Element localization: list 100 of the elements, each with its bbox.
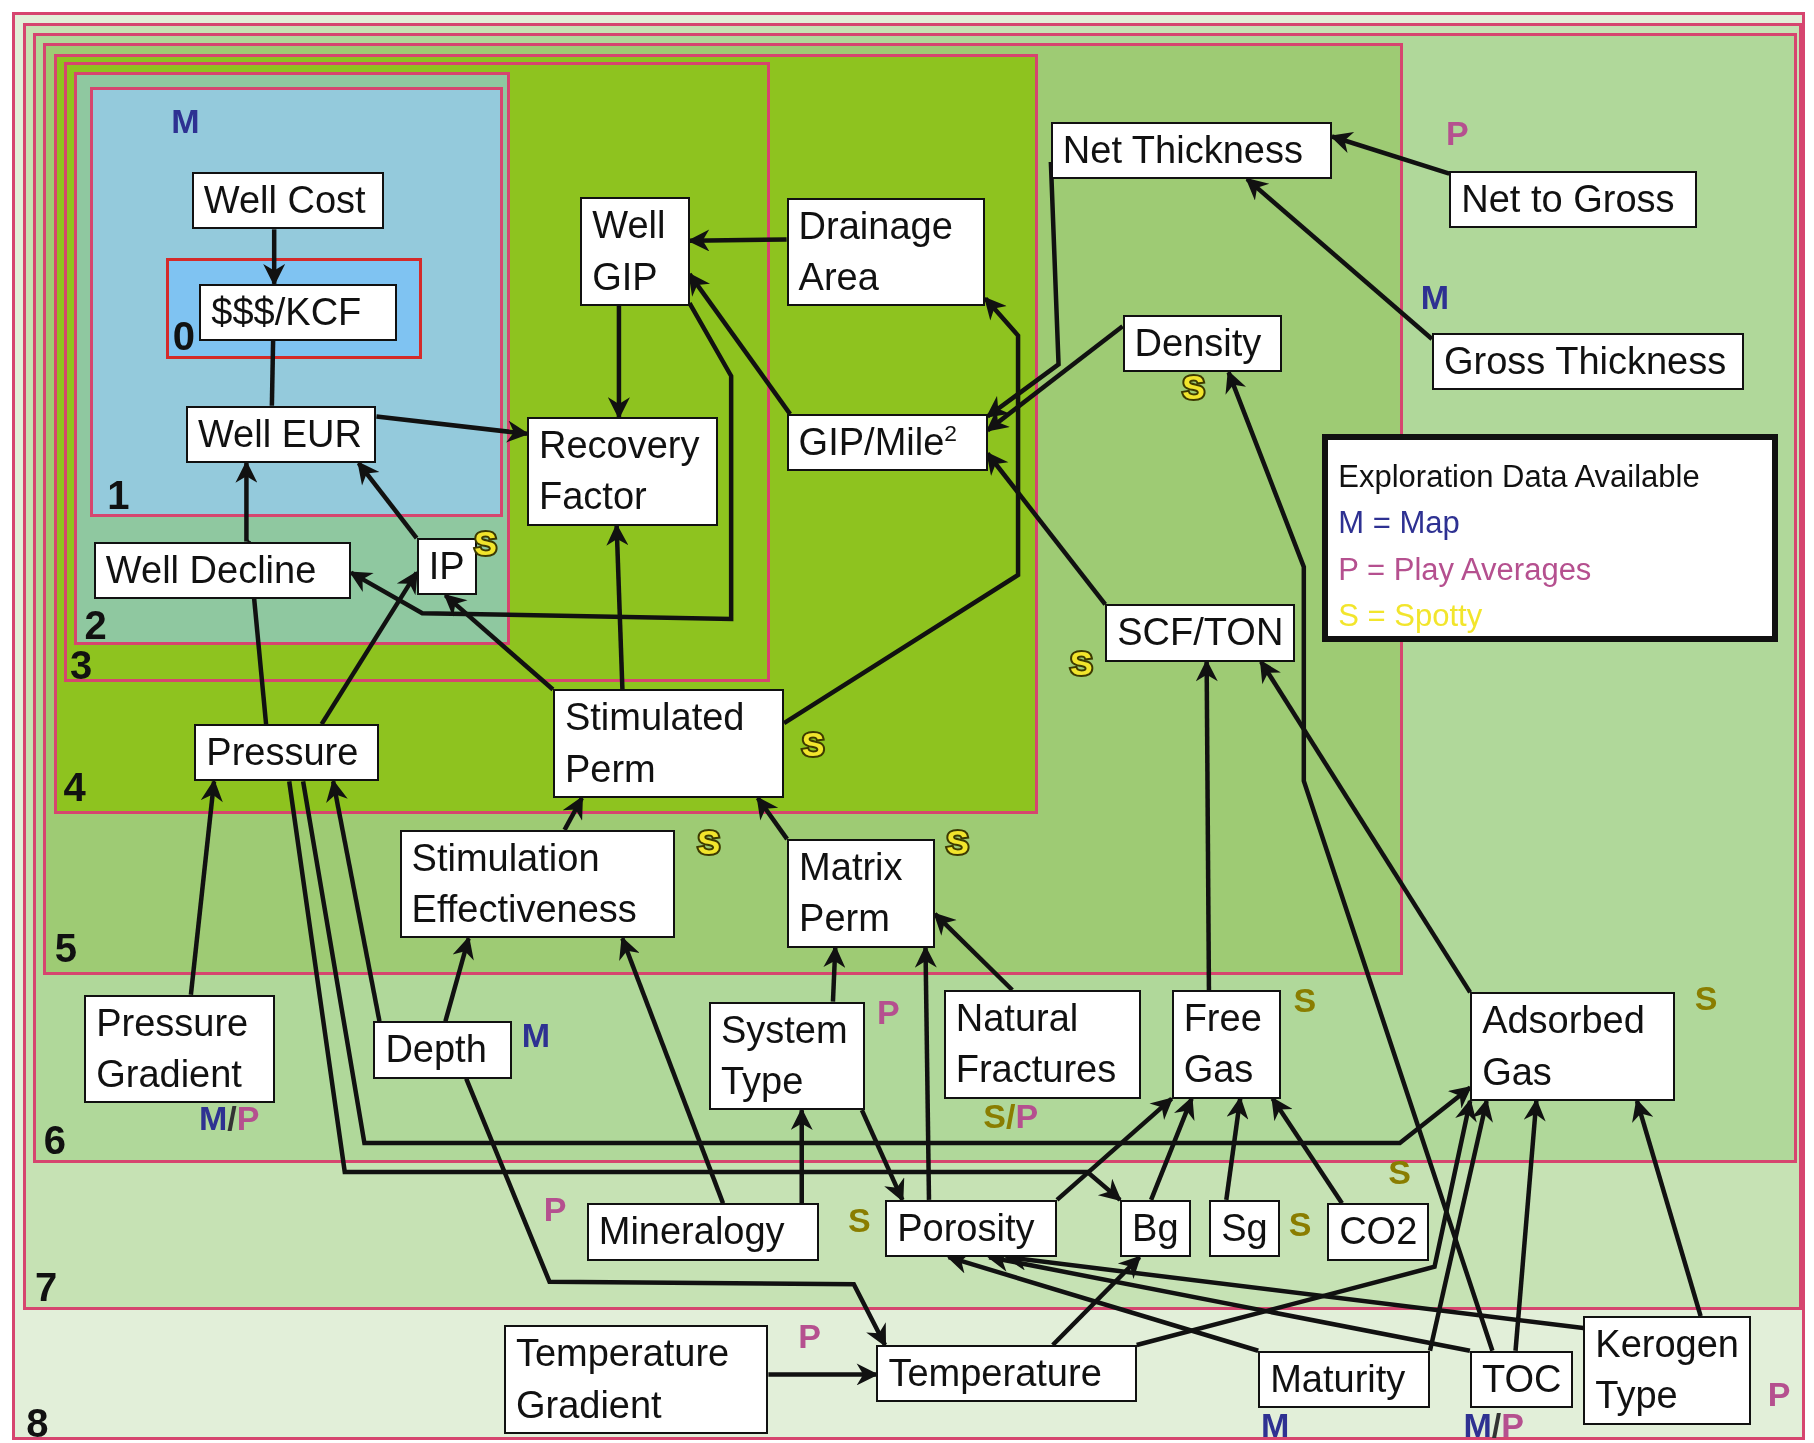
data-availability-code: S xyxy=(1070,645,1093,680)
arrow xyxy=(188,779,223,995)
factor-box: Stimulated Perm xyxy=(552,689,785,799)
factor-box: Temperature Gradient xyxy=(503,1325,769,1434)
data-availability-code: S xyxy=(1694,981,1718,1016)
data-availability-code: M xyxy=(1261,1407,1290,1442)
arrow xyxy=(1136,1098,1477,1348)
factor-box: SCF/TON xyxy=(1105,604,1296,662)
data-availability-code: M/P xyxy=(1463,1407,1524,1442)
data-availability-code: P xyxy=(1446,115,1469,150)
factor-box: Matrix Perm xyxy=(787,839,935,948)
data-availability-code: P xyxy=(798,1318,821,1353)
data-availability-code: P xyxy=(876,994,900,1029)
data-availability-code: S xyxy=(697,824,721,859)
factor-box: Drainage Area xyxy=(786,197,986,307)
data-availability-code: P xyxy=(543,1191,567,1226)
data-availability-code: S xyxy=(1288,1206,1312,1241)
zone-band xyxy=(90,86,504,518)
data-availability-code: M xyxy=(521,1018,551,1053)
factor-box: GIP/Mile$^{2}$ xyxy=(786,414,988,472)
factor-box: Well Decline xyxy=(93,541,351,599)
zone-number: 3 xyxy=(70,645,93,685)
legend-title: Exploration Data Available xyxy=(1338,457,1701,496)
zone-band xyxy=(166,257,422,360)
data-availability-code: S xyxy=(474,526,497,561)
arrow xyxy=(933,912,1014,992)
data-availability-code: M xyxy=(171,104,200,139)
arrow xyxy=(1051,1255,1142,1347)
arrow xyxy=(300,781,1472,1146)
arrow xyxy=(1270,1096,1344,1205)
factor-box: Bg xyxy=(1120,1199,1191,1258)
factor-box: Mineralogy xyxy=(586,1203,819,1261)
factor-box: Density xyxy=(1122,315,1282,373)
factor-box: Kerogen Type xyxy=(1583,1316,1751,1425)
data-availability-code: S xyxy=(946,824,969,859)
arrow xyxy=(1329,132,1450,176)
arrow xyxy=(1195,659,1218,991)
arrow xyxy=(1632,1098,1703,1317)
factor-box: System Type xyxy=(708,1001,866,1111)
arrow xyxy=(985,324,1124,433)
arrow xyxy=(443,593,555,692)
arrow xyxy=(1055,1096,1174,1202)
arrow xyxy=(263,229,286,286)
arrow xyxy=(1513,1098,1546,1351)
factor-box: Well Cost xyxy=(191,172,385,230)
zone-band xyxy=(63,62,771,683)
factor-box: Sg xyxy=(1209,1199,1280,1258)
data-availability-code: P xyxy=(1767,1376,1791,1411)
arrow xyxy=(376,414,530,443)
zone-band xyxy=(73,72,510,645)
arrow xyxy=(790,1108,813,1204)
zone-number: 6 xyxy=(43,1119,66,1160)
arrow xyxy=(1427,1098,1493,1352)
arrow xyxy=(1225,370,1495,1352)
arrow xyxy=(235,460,258,542)
zone-number: 1 xyxy=(107,475,130,516)
factor-box: Depth xyxy=(373,1021,512,1079)
legend-entry: P = Play Averages xyxy=(1338,550,1593,589)
factor-box: Porosity xyxy=(885,1199,1057,1258)
legend-entry: S = Spotty xyxy=(1338,597,1484,636)
factor-box: Gross Thickness xyxy=(1431,332,1745,391)
arrow xyxy=(687,272,792,416)
factor-box: Net to Gross xyxy=(1449,170,1698,229)
arrow xyxy=(985,451,1107,606)
zone-number: 7 xyxy=(34,1267,58,1307)
factor-box: Maturity xyxy=(1258,1350,1430,1409)
factor-box: Well EUR xyxy=(185,405,377,464)
arrow xyxy=(823,945,846,1002)
arrow xyxy=(1149,1096,1195,1201)
factor-box: Pressure xyxy=(194,724,379,782)
arrow xyxy=(287,781,1122,1202)
arrow xyxy=(356,461,419,540)
arrow xyxy=(1224,1096,1249,1201)
zone-number: 4 xyxy=(63,766,86,807)
arrow xyxy=(607,305,630,420)
factor-box: Stimulation Effectiveness xyxy=(399,829,676,939)
arrow xyxy=(319,570,419,726)
data-availability-code: S/P xyxy=(983,1099,1039,1134)
arrow xyxy=(768,1363,879,1386)
factor-box: Free Gas xyxy=(1171,990,1281,1099)
arrow xyxy=(562,796,584,831)
arrow xyxy=(782,296,1021,725)
arrow xyxy=(687,229,787,252)
arrow xyxy=(859,1109,905,1202)
data-availability-code: S xyxy=(801,726,825,761)
factor-box: $$$/KCF xyxy=(199,283,398,342)
factor-box: CO2 xyxy=(1327,1203,1430,1261)
factor-box: Net Thickness xyxy=(1050,121,1332,180)
factor-box: Natural Fractures xyxy=(943,990,1141,1099)
arrow xyxy=(606,523,629,690)
factor-box: Recovery Factor xyxy=(527,417,718,526)
arrow xyxy=(443,936,474,1022)
data-availability-code: M/P xyxy=(199,1101,260,1136)
data-availability-code: M xyxy=(1420,279,1449,314)
arrow xyxy=(349,302,734,622)
arrow xyxy=(914,945,937,1200)
factor-box: Pressure Gradient xyxy=(84,994,275,1104)
arrow xyxy=(985,161,1061,419)
arrow xyxy=(464,1077,888,1347)
data-availability-code: S xyxy=(1182,370,1205,405)
